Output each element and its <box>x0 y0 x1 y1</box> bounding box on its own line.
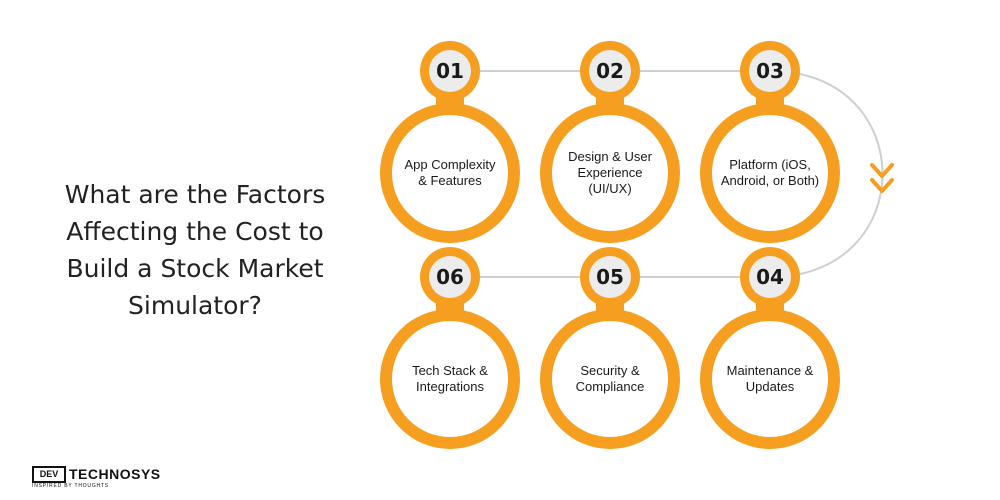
step-badge: 06 <box>420 247 480 307</box>
factor-label: App Complexity & Features <box>404 157 496 188</box>
double-chevron-down-icon <box>870 163 894 193</box>
logo-wordmark: TECHNOSYS <box>69 466 161 482</box>
factor-circle: Design & User Experience (UI/UX) <box>540 103 680 243</box>
factor-node-03: 03 Platform (iOS, Android, or Both) <box>700 41 840 243</box>
factor-label: Platform (iOS, Android, or Both) <box>720 157 820 188</box>
logo-mark: DEV <box>32 466 66 483</box>
factor-circle: Security & Compliance <box>540 309 680 449</box>
step-badge: 04 <box>740 247 800 307</box>
factor-node-02: 02 Design & User Experience (UI/UX) <box>540 41 680 243</box>
factor-node-05: 05 Security & Compliance <box>540 247 680 449</box>
step-badge: 03 <box>740 41 800 101</box>
page-title: What are the Factors Affecting the Cost … <box>64 180 326 320</box>
step-number: 04 <box>749 256 791 298</box>
factor-label: Design & User Experience (UI/UX) <box>568 149 652 196</box>
step-badge: 02 <box>580 41 640 101</box>
factor-circle: Tech Stack & Integrations <box>380 309 520 449</box>
factor-circle: Maintenance & Updates <box>700 309 840 449</box>
factor-label: Tech Stack & Integrations <box>412 363 488 394</box>
logo-tagline: INSPIRED BY THOUGHTS <box>32 483 109 489</box>
step-number: 01 <box>429 50 471 92</box>
step-badge: 01 <box>420 41 480 101</box>
factor-label: Security & Compliance <box>575 363 645 394</box>
factor-node-04: 04 Maintenance & Updates <box>700 247 840 449</box>
step-number: 06 <box>429 256 471 298</box>
step-number: 02 <box>589 50 631 92</box>
factor-node-06: 06 Tech Stack & Integrations <box>380 247 520 449</box>
step-number: 05 <box>589 256 631 298</box>
factor-node-01: 01 App Complexity & Features <box>380 41 520 243</box>
factor-label: Maintenance & Updates <box>726 363 814 394</box>
factor-circle: App Complexity & Features <box>380 103 520 243</box>
factor-circle: Platform (iOS, Android, or Both) <box>700 103 840 243</box>
step-number: 03 <box>749 50 791 92</box>
step-badge: 05 <box>580 247 640 307</box>
